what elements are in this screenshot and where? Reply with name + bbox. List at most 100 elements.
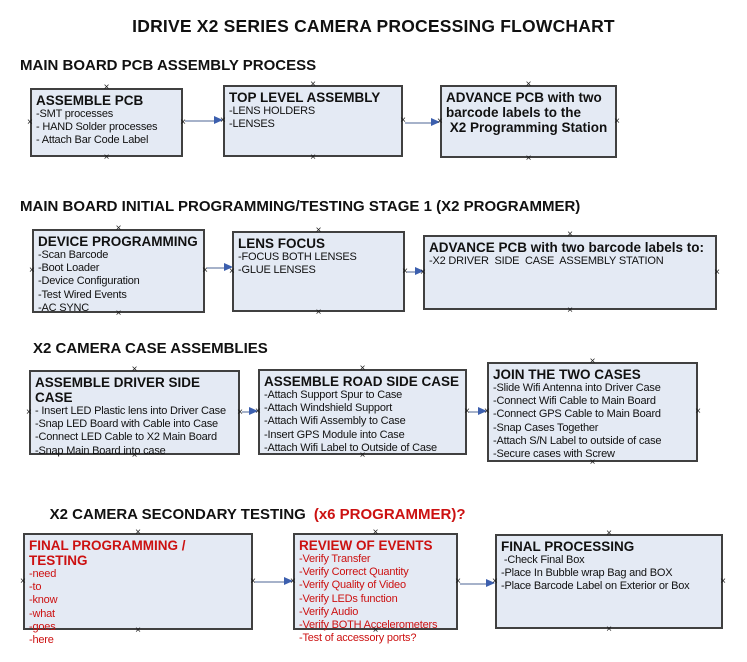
section-heading-black-part: X2 CAMERA SECONDARY TESTING	[49, 506, 306, 523]
box-title: TOP LEVEL ASSEMBLY	[229, 90, 381, 105]
box-items: -Scan Barcode-Boot Loader-Device Configu…	[38, 249, 199, 315]
connection-point-icon: ×	[237, 406, 243, 418]
connection-point-icon: ×	[103, 82, 110, 93]
connection-point-icon: ×	[606, 528, 612, 539]
box-item: -Test of accessory ports?	[299, 632, 417, 645]
connection-point-icon: ×	[135, 625, 141, 636]
connection-point-icon: ×	[720, 575, 726, 587]
connection-point-icon: ×	[250, 575, 256, 587]
flow-box-lens-focus: × × × × LENS FOCUS -FOCUS BOTH LENSES-GL…	[229, 226, 408, 318]
flow-box-final-processing: × × × × FINAL PROCESSING -Check Final Bo…	[492, 529, 726, 635]
box-title: FINAL PROCESSING	[501, 539, 635, 554]
box-item: -Snap Cases Together	[493, 421, 599, 434]
connection-point-icon: ×	[437, 115, 443, 127]
box-item: -Test Wired Events	[38, 288, 127, 301]
box-items: -Slide Wifi Antenna into Driver Case -Con…	[493, 382, 692, 461]
box-item: -Secure cases with Screw	[493, 448, 615, 461]
connection-point-icon: ×	[589, 457, 596, 468]
connection-point-icon: ×	[455, 575, 461, 587]
box-item: -Attach Windshield Support	[264, 402, 393, 415]
connection-point-icon: ×	[589, 356, 596, 367]
flow-box-join-the-two-cases: × × × × JOIN THE TWO CASES -Slide Wifi A…	[484, 357, 701, 468]
connection-point-icon: ×	[115, 223, 122, 234]
connection-point-icon: ×	[525, 153, 532, 164]
box-item: -Verify Correct Quantity	[299, 566, 409, 579]
section-heading-initial-programming: MAIN BOARD INITIAL PROGRAMMING/TESTING S…	[20, 198, 581, 215]
box-title: ADVANCE PCB with two barcode labels to:	[429, 240, 705, 255]
box-item: -Attach Wifi Assembly to Case	[264, 415, 406, 428]
connection-point-icon: ×	[525, 79, 532, 90]
box-title: DEVICE PROGRAMMING	[38, 234, 198, 249]
connection-point-icon: ×	[606, 624, 612, 635]
connection-point-icon: ×	[484, 406, 490, 417]
connection-point-icon: ×	[202, 265, 208, 276]
flow-box-device-programming: × × × × DEVICE PROGRAMMING -Scan Barcode…	[29, 224, 208, 319]
connection-point-icon: ×	[359, 450, 366, 461]
flow-box-assemble-pcb: × × × × ASSEMBLE PCB -SMT processes- HAN…	[27, 83, 186, 163]
box-item: -here	[29, 634, 54, 647]
connection-point-icon: ×	[315, 307, 322, 318]
connection-point-icon: ×	[290, 575, 296, 587]
section-heading-pcb-assembly: MAIN BOARD PCB ASSEMBLY PROCESS	[20, 57, 317, 74]
page-title: IDRIVE X2 SERIES CAMERA PROCESSING FLOWC…	[132, 16, 615, 36]
connection-point-icon: ×	[315, 225, 322, 236]
box-title: JOIN THE TWO CASES	[493, 367, 641, 382]
connection-point-icon: ×	[614, 115, 620, 127]
connection-point-icon: ×	[464, 406, 470, 417]
box-item: -AC SYNC	[38, 301, 89, 314]
connection-point-icon: ×	[310, 79, 316, 90]
box-title: ASSEMBLE DRIVER SIDE CASE	[35, 375, 204, 405]
box-item: -Device Configuration	[38, 275, 140, 288]
connection-point-icon: ×	[220, 115, 226, 126]
connection-point-icon: ×	[229, 265, 235, 277]
box-item: -Slide Wifi Antenna into Driver Case	[493, 382, 661, 394]
box-item: - Insert LED Plastic lens into Driver Ca…	[35, 405, 226, 417]
box-item: -GLUE LENSES	[238, 264, 316, 277]
connection-point-icon: ×	[567, 229, 573, 240]
box-item: -Scan Barcode	[38, 249, 109, 261]
box-items: -Check Final Box-Place In Bubble wrap Ba…	[501, 554, 717, 594]
connection-point-icon: ×	[27, 116, 33, 128]
box-items: -need-to-know-what-goes-here	[29, 568, 247, 647]
section-heading-red-part: (x6 PROGRAMMER)?	[313, 506, 466, 523]
connection-point-icon: ×	[131, 364, 138, 375]
flow-box-assemble-road-side-case: × × × × ASSEMBLE ROAD SIDE CASE -Attach …	[255, 364, 470, 461]
box-item: -know	[29, 594, 58, 607]
connection-point-icon: ×	[103, 152, 110, 163]
connection-point-icon: ×	[402, 265, 408, 277]
box-items: - Insert LED Plastic lens into Driver Ca…	[35, 405, 234, 458]
box-item: -goes	[29, 620, 56, 633]
box-title: LENS FOCUS	[238, 236, 326, 251]
box-item: - HAND Solder processes	[36, 121, 158, 134]
connection-point-icon: ×	[492, 575, 498, 587]
connection-point-icon: ×	[420, 266, 426, 278]
box-item: -Connect GPS Cable to Main Board	[493, 408, 661, 421]
box-item: -Verify Audio	[299, 605, 359, 618]
box-item: -need	[29, 568, 57, 580]
box-item: -Verify Quality of Video	[299, 579, 406, 592]
connection-point-icon: ×	[359, 363, 366, 374]
box-items: -Attach Support Spur to Case-Attach Wind…	[264, 389, 461, 455]
connection-point-icon: ×	[567, 305, 573, 316]
box-item: -X2 DRIVER SIDE CASE ASSEMBLY STATION	[429, 255, 664, 267]
box-title: FINAL PROGRAMMING / TESTING	[29, 538, 190, 568]
connection-point-icon: ×	[29, 265, 35, 276]
box-item: -Verify Transfer	[299, 553, 371, 565]
box-item: -Verify LEDs function	[299, 592, 398, 605]
box-item: -Snap Main Board into case	[35, 444, 166, 457]
flow-box-top-level-assembly: × × × × TOP LEVEL ASSEMBLY -LENS HOLDERS…	[220, 80, 406, 163]
box-items: -SMT processes- HAND Solder processes- A…	[36, 108, 177, 148]
connection-point-icon: ×	[20, 575, 26, 587]
flow-box-review-of-events: × × × × REVIEW OF EVENTS -Verify Transfe…	[290, 528, 461, 645]
box-item: -Attach Support Spur to Case	[264, 389, 403, 401]
box-items: -X2 DRIVER SIDE CASE ASSEMBLY STATION	[429, 255, 711, 268]
box-item: -Boot Loader	[38, 262, 100, 275]
connection-point-icon: ×	[26, 406, 32, 418]
connection-point-icon: ×	[180, 116, 186, 128]
box-title: ADVANCE PCB with two barcode labels to t…	[446, 90, 608, 135]
flow-box-advance-pcb-to-driver-case-station: × × × × ADVANCE PCB with two barcode lab…	[420, 230, 720, 316]
connection-point-icon: ×	[255, 406, 261, 417]
connection-point-icon: ×	[372, 625, 379, 636]
box-item: -Check Final Box	[501, 554, 585, 566]
section-heading-secondary-testing: X2 CAMERA SECONDARY TESTING (x6 PROGRAMME…	[33, 489, 466, 540]
